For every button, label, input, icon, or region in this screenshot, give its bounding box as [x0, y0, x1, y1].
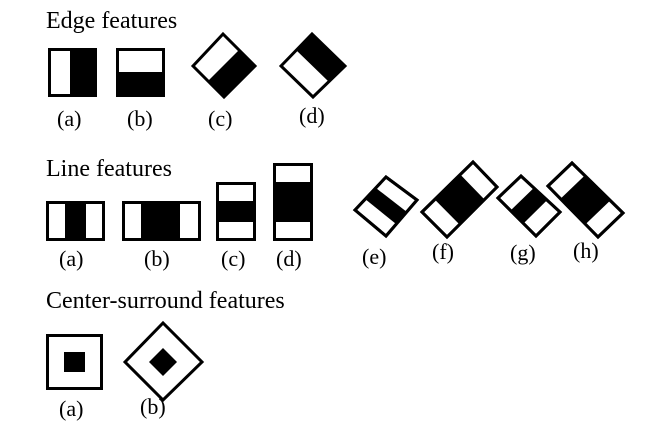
feature-dark-region	[141, 202, 180, 240]
edge-feature-c	[190, 31, 258, 100]
center-surround-feature-b-label: (b)	[140, 394, 166, 419]
line-feature-c-label: (c)	[221, 246, 245, 271]
feature-frame-outline	[352, 174, 420, 239]
line-feature-c	[216, 182, 256, 241]
center-surround-feature-b	[122, 320, 205, 403]
feature-dark-region	[296, 34, 345, 82]
line-feature-f-label: (f)	[432, 239, 454, 264]
feature-dark-region	[510, 187, 548, 224]
feature-dark-region	[365, 187, 407, 225]
edge-feature-b	[116, 48, 165, 97]
line-feature-d	[273, 163, 313, 241]
feature-dark-region	[217, 201, 255, 222]
edge-feature-b-label: (b)	[127, 106, 153, 131]
line-feature-f	[419, 159, 500, 240]
feature-dark-region	[64, 352, 85, 372]
feature-dark-region	[434, 174, 485, 225]
edge-feature-a	[48, 48, 97, 97]
center-surround-feature-a-label: (a)	[59, 396, 83, 421]
line-feature-d-label: (d)	[276, 246, 302, 271]
line-feature-b	[122, 201, 201, 241]
feature-frame	[46, 334, 103, 390]
line-features-title: Line features	[46, 156, 172, 182]
line-feature-h	[545, 160, 626, 240]
edge-features-title: Edge features	[46, 8, 177, 34]
edge-feature-d-label: (d)	[299, 103, 325, 128]
line-feature-g-label: (g)	[510, 240, 536, 265]
edge-feature-c-label: (c)	[208, 106, 232, 131]
line-feature-g	[495, 173, 563, 239]
feature-dark-region	[149, 348, 177, 376]
edge-feature-d	[278, 31, 348, 100]
feature-frame-outline	[495, 173, 563, 239]
line-feature-e	[352, 174, 420, 239]
feature-dark-region	[70, 49, 96, 96]
feature-frame-outline	[545, 160, 626, 240]
feature-dark-region	[117, 72, 164, 96]
feature-dark-region	[65, 202, 86, 240]
line-feature-b-label: (b)	[144, 246, 170, 271]
edge-feature-a-label: (a)	[57, 106, 81, 131]
feature-frame-outline	[419, 159, 500, 240]
feature-dark-region	[560, 175, 611, 225]
feature-dark-region	[208, 50, 255, 97]
line-feature-a	[46, 201, 105, 241]
feature-dark-region	[274, 182, 312, 222]
line-feature-a-label: (a)	[59, 246, 83, 271]
line-feature-h-label: (h)	[573, 238, 599, 263]
center-surround-feature-a	[46, 334, 103, 390]
line-feature-e-label: (e)	[362, 244, 386, 269]
center-surround-features-title: Center-surround features	[46, 288, 285, 314]
